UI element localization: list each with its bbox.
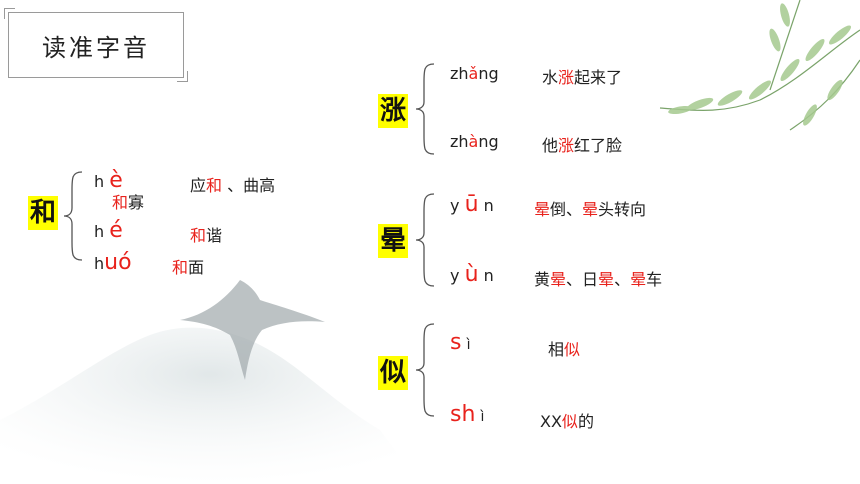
zhang-line-2: zhàng <box>450 132 499 151</box>
brace-yun <box>415 193 435 287</box>
he-line-1: h è <box>94 168 123 193</box>
page-title: 读准字音 <box>42 33 150 62</box>
si-line-2: sh ì <box>450 402 485 427</box>
brace-si <box>415 323 435 417</box>
si-word-1: 相似 <box>548 340 581 359</box>
title-box: 读准字音 <box>4 8 188 82</box>
tone-mark: é <box>109 218 123 243</box>
yun-line-2: y ù n <box>450 262 494 287</box>
he-word-1: 应和 、曲高 <box>190 176 276 195</box>
he-word-2: 和谐 <box>190 226 223 245</box>
tone-mark: uó <box>104 250 132 275</box>
zhang-line-1: zhǎng <box>450 64 499 83</box>
char-si: 似 <box>378 356 409 390</box>
he-line-3: huó <box>94 250 132 275</box>
char-yun: 晕 <box>378 224 409 258</box>
zhang-word-1: 水涨起来了 <box>542 68 623 87</box>
brace-he <box>63 171 83 261</box>
he-word-3: 和面 <box>172 258 205 277</box>
yun-word-2: 黄晕、日晕、晕车 <box>534 270 663 289</box>
he-word-1b: 和寡 <box>112 193 145 212</box>
zhang-word-2: 他涨红了脸 <box>542 136 623 155</box>
char-he: 和 <box>28 196 59 230</box>
mountain-decor <box>0 327 420 484</box>
char-zhang: 涨 <box>378 94 409 128</box>
si-line-1: s ì <box>450 330 471 355</box>
tone-mark: è <box>109 168 123 193</box>
swallow-icon <box>180 280 325 380</box>
he-line-2: h é <box>94 218 123 243</box>
willow-decor <box>659 0 860 131</box>
brace-zhang <box>415 63 435 155</box>
yun-line-1: y ū n <box>450 192 494 217</box>
si-word-2: XX似的 <box>540 412 594 431</box>
yun-word-1: 晕倒、晕头转向 <box>534 200 647 219</box>
